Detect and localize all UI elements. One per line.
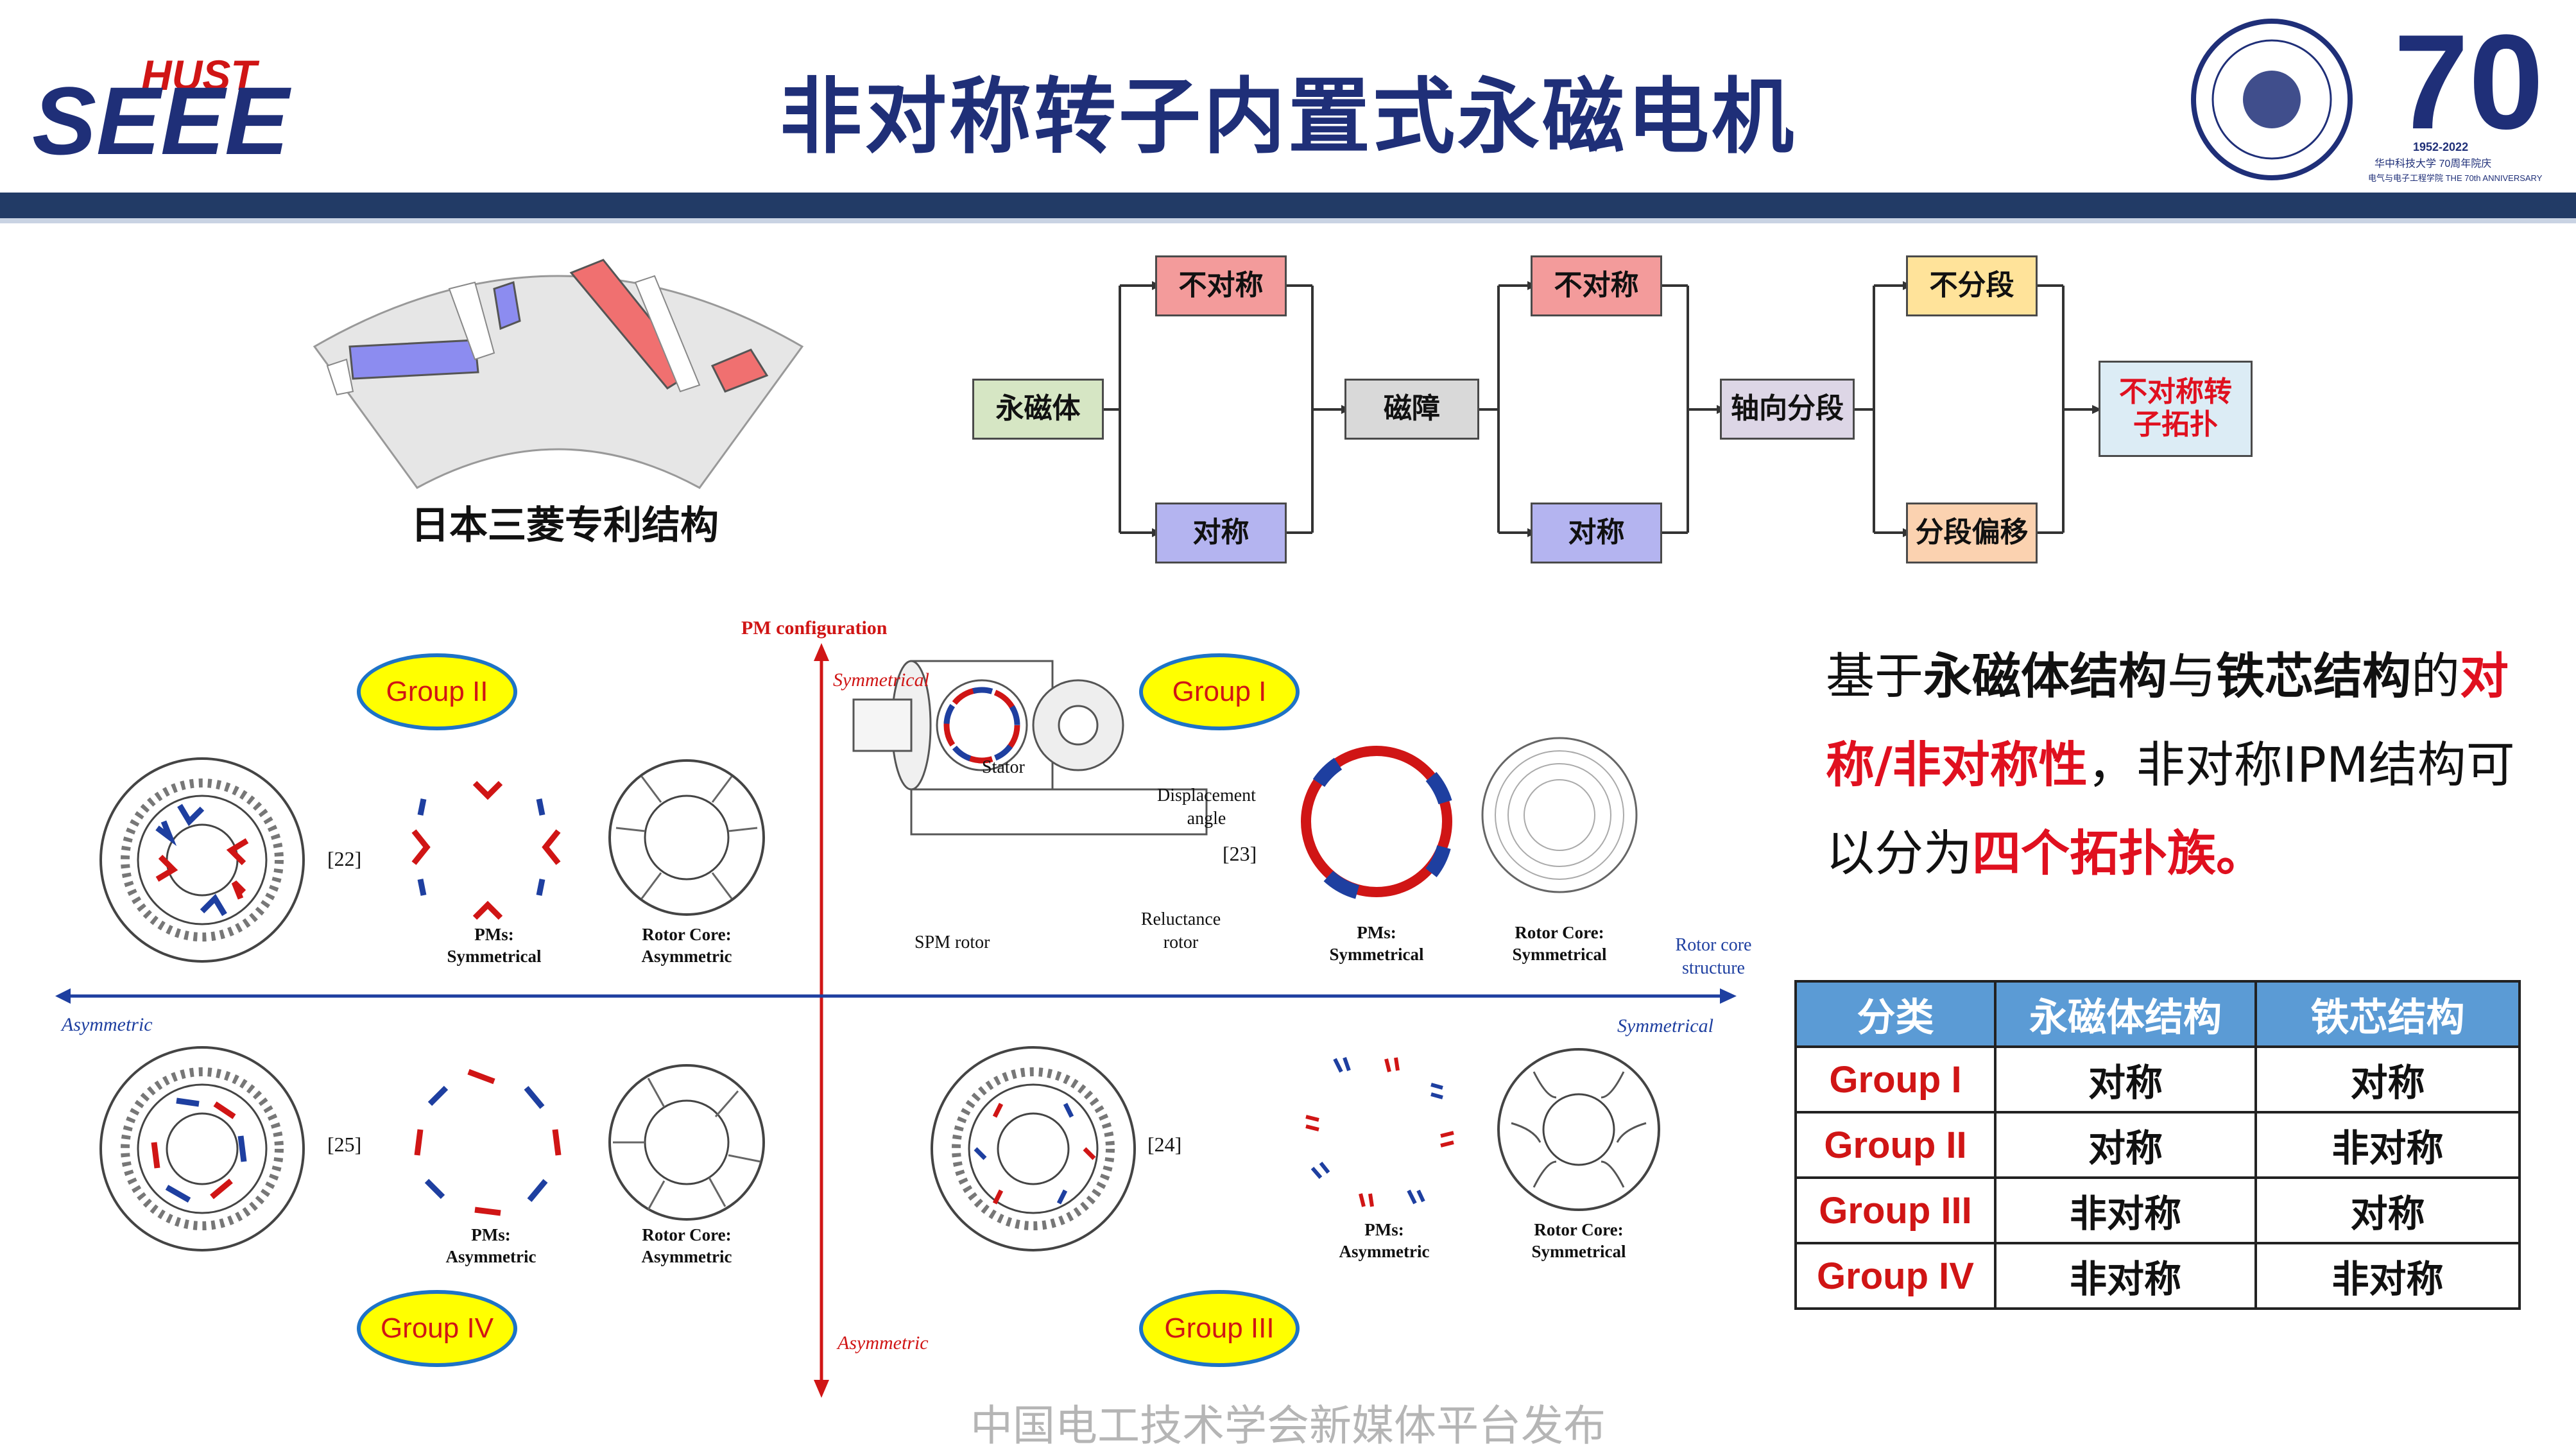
group-ii-oval: Group II — [357, 653, 517, 730]
group-i-oval: Group I — [1139, 653, 1300, 730]
q2-core-label: Rotor Core:Asymmetric — [641, 925, 732, 966]
flow-box-barrier: 磁障 — [1344, 379, 1479, 440]
group-iv-oval: Group IV — [357, 1290, 517, 1367]
stator-label: Stator — [982, 757, 1025, 777]
q3-pm-figure — [414, 1069, 562, 1216]
logo-hust-text: HUST — [141, 51, 259, 99]
q3-core-figure — [608, 1064, 765, 1221]
q2-pm-figure — [411, 780, 561, 920]
ref-24: [24] — [1147, 1133, 1182, 1156]
flow-box-pm: 永磁体 — [972, 379, 1104, 440]
flow-connectors — [963, 250, 2272, 571]
table-row: Group I 对称 对称 — [1794, 1045, 2521, 1113]
spm-rotor-label: SPM rotor — [914, 933, 990, 952]
anniversary-logo: 70 1952-2022 华中科技大学 70周年院庆 电气与电子工程学院 THE… — [2182, 6, 2561, 186]
mitsubishi-patent-figure — [302, 257, 815, 494]
q4-pm-label: PMs:Asymmetric — [1339, 1220, 1430, 1261]
table-header: 永磁体结构 — [1994, 980, 2257, 1048]
table-cell: Group I — [1794, 1045, 1996, 1113]
q4-pm-figure — [1305, 1057, 1454, 1207]
header-bar-shadow — [0, 218, 2576, 223]
q3-pm-label: PMs:Asymmetric — [445, 1225, 537, 1266]
table-cell: 非对称 — [1994, 1176, 2257, 1244]
flow-box-pm-symmetric: 对称 — [1155, 503, 1287, 563]
q3-core-label: Rotor Core:Asymmetric — [641, 1225, 732, 1266]
table-header: 分类 — [1794, 980, 1996, 1048]
q2-pm-label: PMs:Symmetrical — [447, 925, 542, 966]
q2-stator-figure — [99, 757, 305, 963]
flow-box-no-segment: 不分段 — [1906, 255, 2038, 316]
flow-box-barrier-asymmetric: 不对称 — [1531, 255, 1662, 316]
table-cell: 对称 — [2254, 1176, 2521, 1244]
q1-core-label: Rotor Core:Symmetrical — [1512, 923, 1607, 964]
ref-23: [23] — [1223, 842, 1257, 865]
q1-pm-figure — [1301, 746, 1452, 899]
flow-box-segment-shift: 分段偏移 — [1906, 503, 2038, 563]
q4-core-label: Rotor Core:Symmetrical — [1531, 1220, 1626, 1261]
table-cell: 对称 — [1994, 1111, 2257, 1179]
table-row: Group III 非对称 对称 — [1794, 1176, 2521, 1244]
school-seal-icon — [2191, 19, 2353, 180]
table-cell: 对称 — [2254, 1045, 2521, 1113]
table-cell: 非对称 — [2254, 1242, 2521, 1310]
table-header: 铁芯结构 — [2254, 980, 2521, 1048]
axis-label-symmetrical-top: Symmetrical — [833, 669, 929, 691]
anniversary-line2: 电气与电子工程学院 THE 70th ANNIVERSARY — [2368, 173, 2543, 183]
anniversary-years: 1952-2022 — [2413, 141, 2468, 153]
table-cell: Group IV — [1794, 1242, 1996, 1310]
description-text: 基于永磁体结构与铁芯结构的对称/非对称性，非对称IPM结构可以分为四个拓扑族。 — [1826, 648, 2515, 882]
table-cell: 非对称 — [2254, 1111, 2521, 1179]
q4-core-figure — [1497, 1048, 1660, 1211]
page-title: 非对称转子内置式永磁电机 — [779, 69, 1796, 165]
q4-stator-figure — [931, 1046, 1136, 1251]
displacement-label: Displacement angle — [1157, 786, 1256, 829]
logo-seee-text: SEEE — [32, 67, 291, 160]
table-header-row: 分类 永磁体结构 铁芯结构 — [1794, 980, 2521, 1048]
table-row: Group IV 非对称 非对称 — [1794, 1242, 2521, 1310]
table-cell: 非对称 — [1994, 1242, 2257, 1310]
axis-label-pm-config: PM configuration — [741, 617, 888, 639]
flow-box-pm-asymmetric: 不对称 — [1155, 255, 1287, 316]
q1-core-figure — [1481, 737, 1638, 893]
ref-22: [22] — [327, 847, 362, 870]
q3-stator-figure — [99, 1046, 305, 1251]
axis-label-rotor-core: Rotor core structure — [1675, 935, 1752, 979]
anniversary-number: 70 — [2394, 13, 2544, 157]
axis-label-asymmetric-left: Asymmetric — [62, 1014, 153, 1035]
reluctance-label: Reluctance rotor — [1140, 909, 1221, 953]
classification-table: 分类 永磁体结构 铁芯结构 Group I 对称 对称 Group II 对称 … — [1794, 980, 2521, 1310]
quadrant-diagram — [51, 610, 1746, 1406]
group-iii-oval: Group III — [1139, 1290, 1300, 1367]
table-cell: Group II — [1794, 1111, 1996, 1179]
q1-machine-figure — [852, 660, 1208, 836]
anniversary-line1: 华中科技大学 70周年院庆 — [2374, 158, 2491, 169]
axis-label-asymmetric-bottom: Asymmetric — [837, 1332, 929, 1354]
table-cell: 对称 — [1994, 1045, 2257, 1113]
hust-seee-logo: HUST SEEE — [32, 45, 302, 175]
footer-watermark: 中国电工技术学会新媒体平台发布 — [970, 1401, 1606, 1450]
table-row: Group II 对称 非对称 — [1794, 1111, 2521, 1179]
flow-box-axial-segment: 轴向分段 — [1720, 379, 1855, 440]
axis-label-symmetrical-right: Symmetrical — [1617, 1015, 1713, 1036]
header-bar — [0, 193, 2576, 218]
q2-core-figure — [608, 759, 765, 916]
q1-pm-label: PMs:Symmetrical — [1329, 923, 1424, 964]
table-cell: Group III — [1794, 1176, 1996, 1244]
patent-caption: 日本三菱专利结构 — [411, 503, 719, 548]
ref-25: [25] — [327, 1133, 362, 1156]
flow-box-result: 不对称转子拓扑 — [2099, 361, 2253, 457]
flow-box-barrier-symmetric: 对称 — [1531, 503, 1662, 563]
